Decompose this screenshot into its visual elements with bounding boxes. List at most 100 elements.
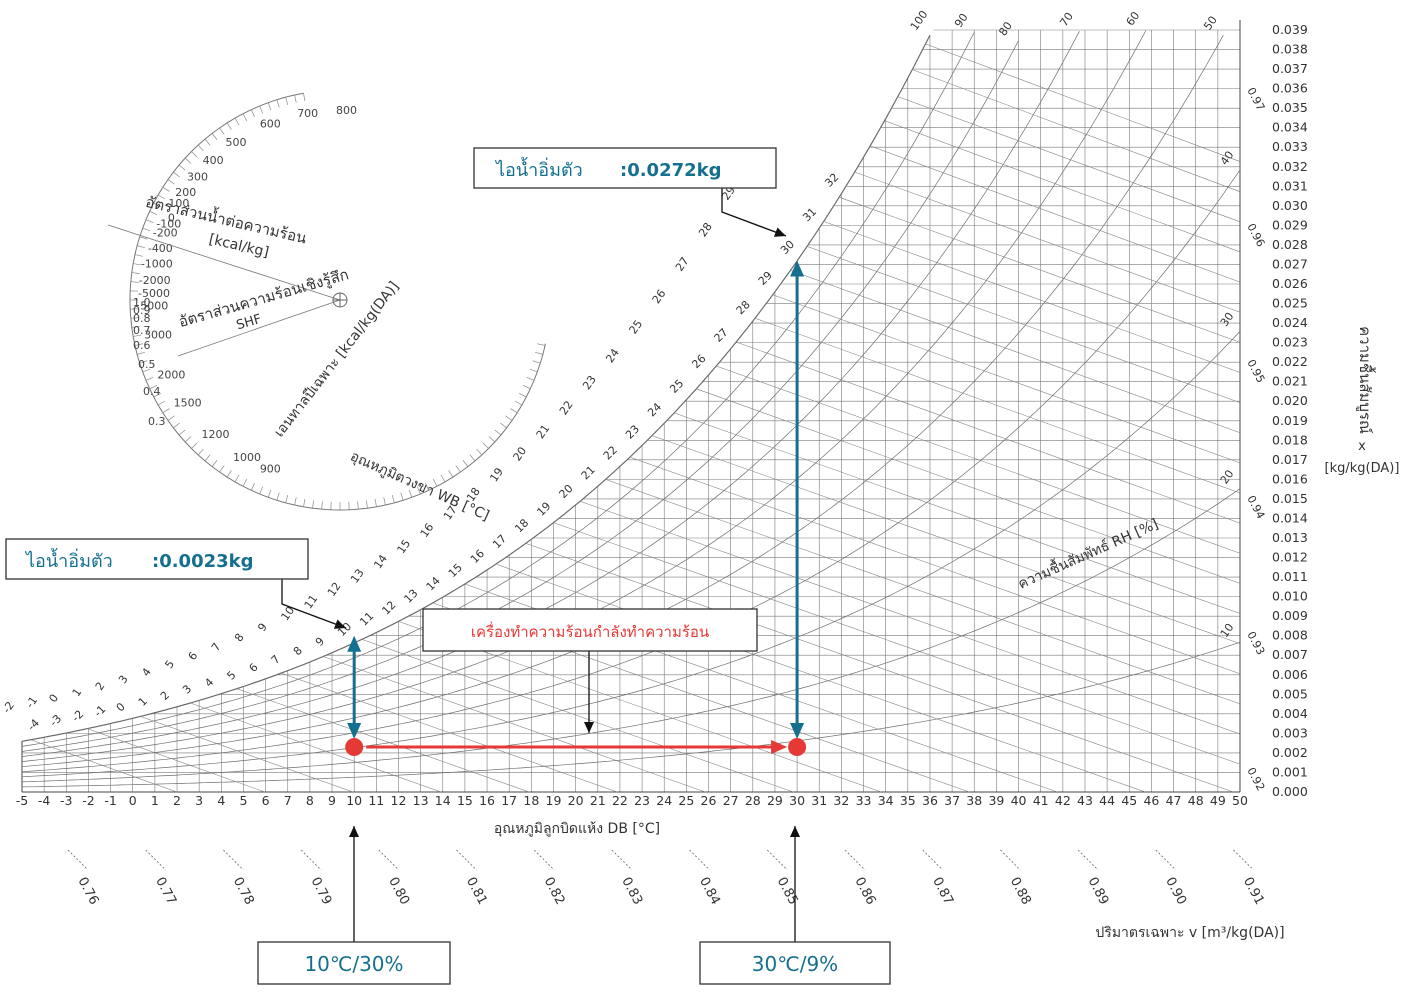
x-tick-label: 21 bbox=[590, 793, 606, 808]
x-tick-label: 39 bbox=[988, 793, 1004, 808]
protractor-tick bbox=[416, 486, 421, 495]
x-tick-label: -1 bbox=[104, 793, 116, 808]
enthalpy-line bbox=[361, 639, 794, 793]
wb-tick-label: 4 bbox=[202, 676, 216, 690]
rh-curve bbox=[21, 40, 1019, 752]
y-tick-label: 0.024 bbox=[1272, 315, 1308, 330]
protractor-tick bbox=[162, 186, 170, 192]
enthalpy-tick-label: 27 bbox=[673, 255, 692, 274]
enthalpy-line bbox=[323, 656, 706, 793]
sat-high-value: :0.0272kg bbox=[620, 160, 722, 181]
wb-tick-label: -1 bbox=[92, 703, 109, 720]
protractor-tick bbox=[134, 254, 143, 257]
protractor-tick bbox=[526, 376, 535, 381]
protractor-tick bbox=[145, 376, 154, 381]
protractor-tick bbox=[374, 498, 377, 507]
protractor-tick bbox=[535, 351, 543, 355]
y-tick-label: 0.020 bbox=[1272, 393, 1308, 408]
x-tick-label: 43 bbox=[1077, 793, 1093, 808]
right-volume-tick-label: 0.94 bbox=[1244, 493, 1267, 521]
y-tick-label: 0.000 bbox=[1272, 784, 1308, 799]
shf-tick-label: 0.7 bbox=[133, 324, 151, 337]
enthalpy-tick-label: 5 bbox=[162, 658, 177, 671]
x-tick-label: 1 bbox=[151, 793, 159, 808]
leader-sat-low bbox=[281, 579, 347, 629]
enthalpy-tick-label: 25 bbox=[627, 318, 646, 337]
wb-tick-label: 11 bbox=[357, 610, 376, 629]
enthalpy-tick-label: 0 bbox=[46, 692, 61, 705]
protractor-tick bbox=[294, 497, 297, 506]
protractor-shf-line bbox=[177, 299, 341, 357]
wb-tick-label: -2 bbox=[69, 708, 86, 725]
x-tick-label: 25 bbox=[678, 793, 694, 808]
x-tick-label: 11 bbox=[368, 793, 384, 808]
protractor-tick-label: -400 bbox=[148, 242, 173, 255]
x-tick-label: 26 bbox=[701, 793, 717, 808]
volume-tick-label: 0.77 bbox=[152, 875, 179, 908]
sat-high-label: ไอน้ำอิ่มตัว bbox=[494, 157, 583, 181]
y-tick-label: 0.029 bbox=[1272, 217, 1308, 232]
protractor-tick bbox=[191, 442, 198, 449]
enthalpy-tick-label: 24 bbox=[603, 346, 622, 365]
volume-tick-label: 0.78 bbox=[230, 875, 257, 908]
protractor-tick-label: 300 bbox=[187, 170, 208, 183]
volume-tick-label: 0.83 bbox=[618, 875, 645, 908]
protractor-tick bbox=[505, 415, 513, 421]
x-tick-label: 30 bbox=[789, 793, 805, 808]
volume-tick-label: 0.80 bbox=[385, 875, 412, 908]
sat-arrow-10c-head-bottom bbox=[347, 723, 362, 740]
y-tick-label: 0.004 bbox=[1272, 706, 1308, 721]
wb-tick-label: 14 bbox=[424, 574, 443, 593]
protractor-tick-label: 2000 bbox=[157, 369, 185, 382]
x-tick-label: 32 bbox=[833, 793, 849, 808]
point-label-10c-text: 10℃/30% bbox=[304, 952, 403, 976]
enthalpy-tick-label: 12 bbox=[325, 580, 344, 599]
x-tick-label: 38 bbox=[966, 793, 982, 808]
enthalpy-line bbox=[925, 43, 1241, 162]
x-tick-label: 24 bbox=[656, 793, 672, 808]
volume-tick-label: 0.91 bbox=[1240, 875, 1267, 908]
x-tick-label: 3 bbox=[195, 793, 203, 808]
enthalpy-line bbox=[30, 739, 177, 793]
protractor-tick bbox=[149, 210, 158, 215]
protractor-tick bbox=[191, 151, 198, 158]
protractor-tick bbox=[133, 334, 142, 337]
volume-tick-label: 0.79 bbox=[308, 875, 335, 908]
rh-curve bbox=[21, 34, 1224, 768]
wb-tick-label: 3 bbox=[180, 682, 194, 696]
enthalpy-line bbox=[716, 365, 1241, 554]
enthalpy-tick-label: 6 bbox=[186, 650, 201, 663]
enthalpy-line bbox=[790, 270, 1241, 433]
x-tick-label: 12 bbox=[391, 793, 407, 808]
protractor-tick bbox=[133, 263, 142, 266]
rh-curve bbox=[21, 169, 1241, 773]
protractor-tick bbox=[162, 408, 170, 414]
volume-tick-mark bbox=[844, 849, 866, 871]
x-tick-label: 9 bbox=[328, 793, 336, 808]
enthalpy-line bbox=[839, 196, 1241, 343]
x-tick-label: 22 bbox=[612, 793, 628, 808]
x-tick-label: 48 bbox=[1188, 793, 1204, 808]
enthalpy-line bbox=[651, 435, 1241, 644]
enthalpy-tick-label: 3 bbox=[116, 673, 131, 686]
y-tick-label: 0.028 bbox=[1272, 237, 1308, 252]
y-tick-label: 0.018 bbox=[1272, 432, 1308, 447]
x-tick-label: 49 bbox=[1210, 793, 1226, 808]
wb-tick-label: 20 bbox=[557, 482, 576, 501]
rh-tick-label: 60 bbox=[1124, 9, 1143, 28]
rh-tick-label: 30 bbox=[1218, 310, 1237, 329]
enthalpy-line bbox=[674, 412, 1241, 614]
protractor-tick-label: -100 bbox=[156, 217, 181, 230]
protractor-tick-label: 1200 bbox=[202, 428, 230, 441]
protractor-tick bbox=[532, 360, 541, 364]
enthalpy-line bbox=[754, 317, 1241, 494]
enthalpy-tick-label: 13 bbox=[348, 567, 367, 586]
protractor-tick bbox=[211, 133, 218, 140]
leader-heating-head bbox=[584, 722, 594, 733]
y-tick-label: 0.033 bbox=[1272, 139, 1308, 154]
rh-curve bbox=[21, 32, 975, 747]
leader-point-30c-head bbox=[790, 826, 800, 837]
protractor-tick-label: 100 bbox=[168, 197, 189, 210]
rh-tick-label: 70 bbox=[1057, 10, 1076, 29]
enthalpy-line bbox=[190, 702, 442, 793]
